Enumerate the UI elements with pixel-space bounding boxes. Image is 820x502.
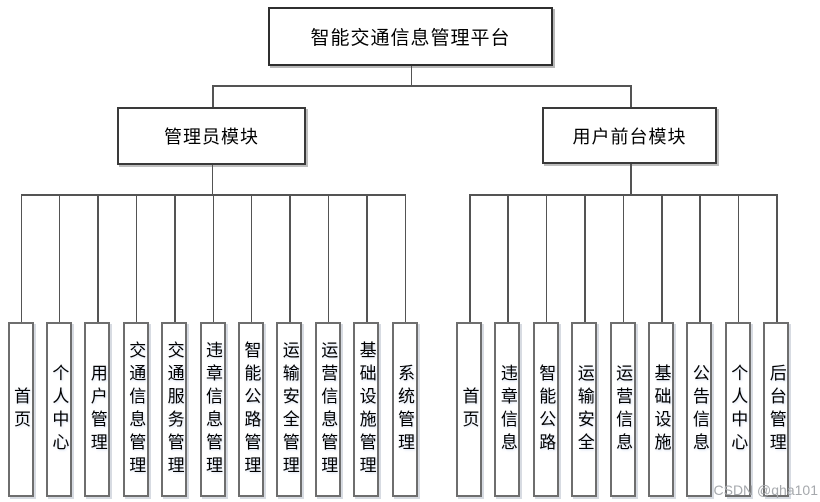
leaf-node: 运营信息管理 — [314, 322, 341, 497]
leaf-node: 基础设施 — [648, 322, 674, 497]
connector-line — [212, 194, 214, 322]
leaf-node-label: 交通服务管理 — [164, 340, 184, 479]
branch-node-user: 用户前台模块 — [542, 107, 717, 164]
leaf-node-label: 智能公路管理 — [241, 340, 261, 479]
leaf-node: 运营信息 — [609, 322, 636, 497]
connector-line — [661, 194, 663, 322]
connector-line — [211, 165, 213, 194]
leaf-node: 后台管理 — [763, 322, 790, 497]
connector-line — [289, 194, 291, 322]
connector-line — [737, 194, 740, 322]
connector-line — [776, 194, 778, 322]
connector-line — [250, 194, 253, 322]
leaf-node: 公告信息 — [686, 322, 713, 497]
connector-line — [404, 194, 406, 322]
leaf-node: 首页 — [456, 322, 482, 497]
leaf-node-label: 首页 — [459, 386, 479, 433]
leaf-node-label: 违章信息 — [497, 363, 517, 456]
leaf-node: 智能公路管理 — [237, 322, 264, 497]
leaf-node: 个人中心 — [45, 322, 72, 497]
leaf-node: 交通信息管理 — [122, 322, 149, 497]
leaf-node: 基础设施管理 — [353, 322, 380, 497]
leaf-node: 运输安全 — [571, 322, 598, 497]
connector-line — [97, 194, 99, 322]
leaf-node-label: 智能公路 — [536, 363, 556, 456]
leaf-node-label: 运营信息管理 — [318, 340, 338, 479]
connector-line — [212, 85, 630, 87]
connector-line — [327, 194, 330, 322]
connector-line — [135, 194, 138, 322]
connector-line — [469, 194, 471, 322]
connector-line — [507, 194, 509, 322]
leaf-node-label: 系统管理 — [395, 363, 414, 456]
connector-line — [212, 85, 214, 107]
leaf-node: 系统管理 — [391, 322, 418, 497]
connector-line — [58, 194, 61, 322]
connector-line — [699, 194, 701, 322]
leaf-node: 违章信息 — [494, 322, 521, 497]
leaf-node: 首页 — [7, 322, 34, 497]
connector-line — [545, 194, 548, 322]
leaf-node-label: 违章信息管理 — [203, 340, 222, 479]
leaf-node-label: 个人中心 — [728, 363, 748, 456]
branch-admin-label: 管理员模块 — [164, 127, 259, 147]
leaf-node-label: 基础设施管理 — [356, 340, 376, 479]
leaf-node: 交通服务管理 — [161, 322, 188, 497]
connector-line — [584, 194, 586, 322]
leaf-node-label: 公告信息 — [689, 363, 709, 456]
branch-node-admin: 管理员模块 — [117, 107, 306, 165]
watermark: CSDN @qha101 — [713, 482, 819, 498]
leaf-node-label: 运营信息 — [613, 363, 633, 456]
leaf-node-label: 交通信息管理 — [126, 340, 146, 479]
connector-line — [622, 194, 625, 322]
leaf-node: 用户管理 — [84, 322, 111, 497]
leaf-node: 运输安全管理 — [276, 322, 303, 497]
leaf-node-label: 首页 — [11, 386, 30, 433]
connector-line — [630, 85, 632, 107]
leaf-node: 智能公路 — [532, 322, 559, 497]
connector-line — [630, 164, 632, 194]
leaf-node-label: 后台管理 — [766, 363, 786, 456]
branch-user-label: 用户前台模块 — [572, 126, 687, 147]
connector-line — [20, 194, 22, 322]
leaf-node-label: 运输安全 — [574, 363, 594, 456]
leaf-node: 个人中心 — [724, 322, 751, 497]
root-node-label: 智能交通信息管理平台 — [310, 28, 511, 49]
connector-line — [174, 194, 176, 322]
leaf-node: 违章信息管理 — [199, 322, 226, 497]
root-node: 智能交通信息管理平台 — [268, 7, 553, 66]
connector-line — [366, 194, 368, 322]
leaf-node-label: 用户管理 — [87, 363, 107, 456]
leaf-node-label: 个人中心 — [49, 363, 69, 456]
connector-line — [410, 66, 412, 85]
leaf-node-label: 基础设施 — [651, 363, 671, 456]
leaf-node-label: 运输安全管理 — [279, 340, 299, 479]
